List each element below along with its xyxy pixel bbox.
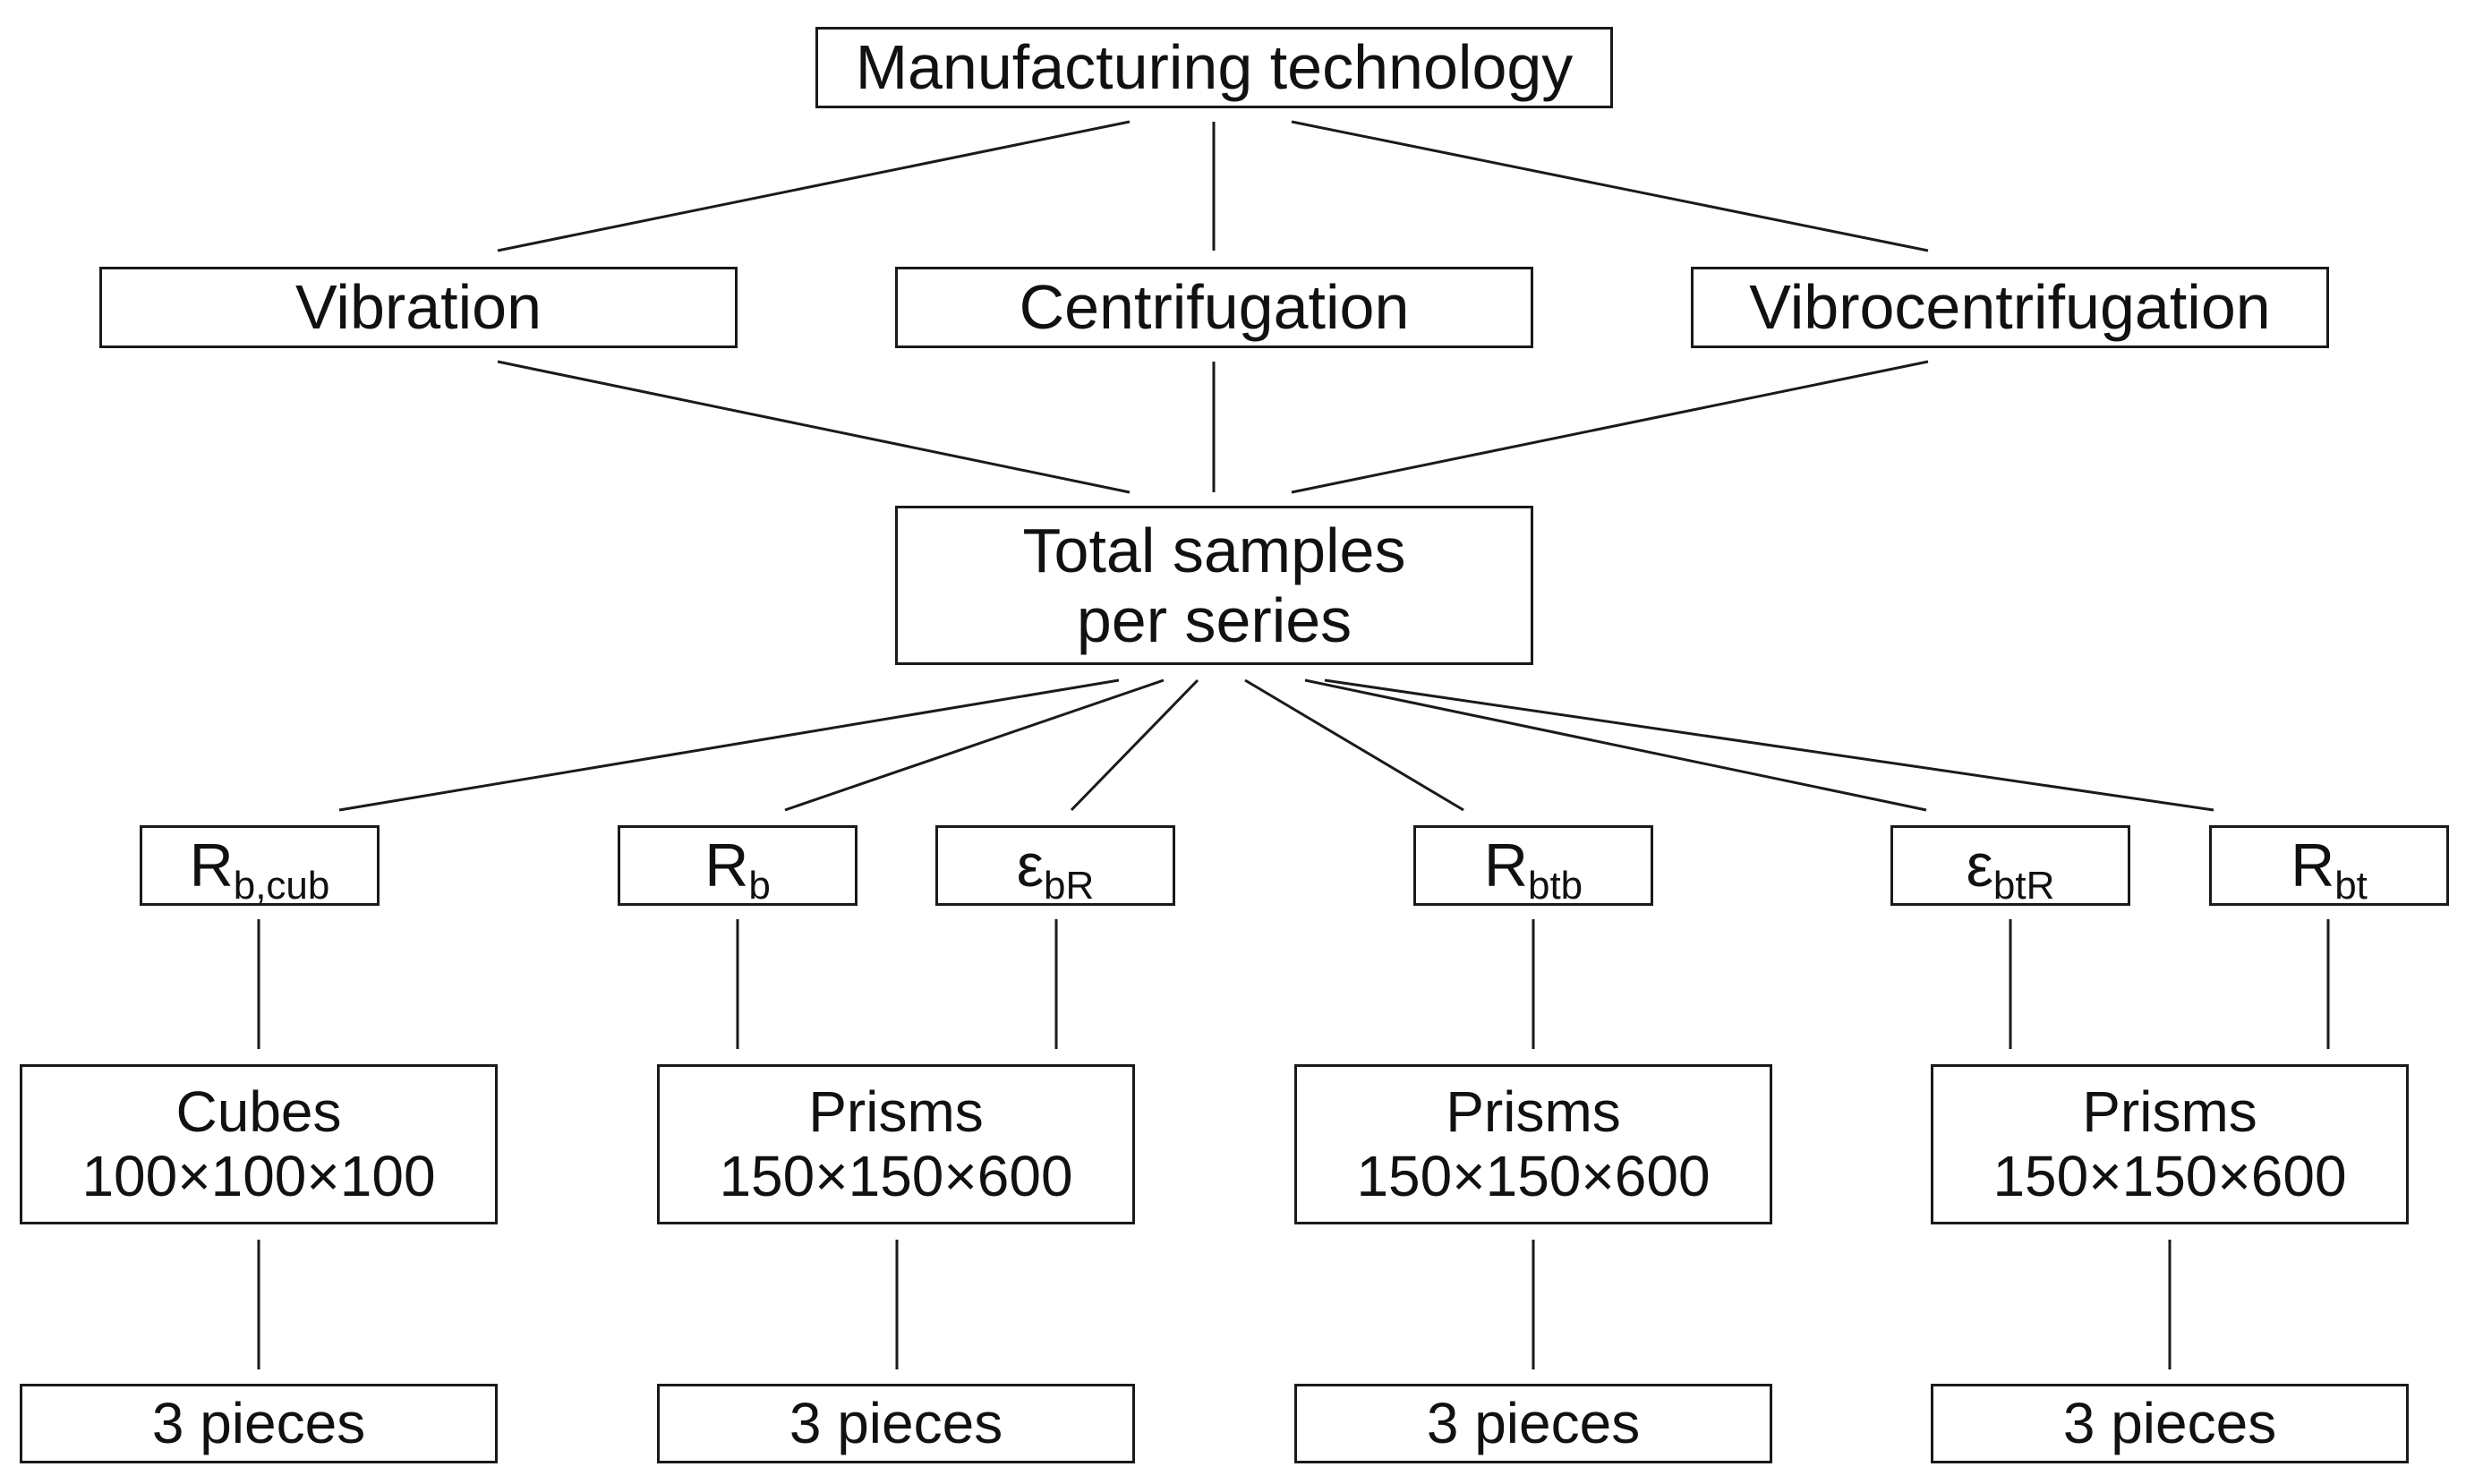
specimen-size: 150×150×600 <box>1356 1143 1711 1208</box>
specimen-size: 150×150×600 <box>719 1143 1073 1208</box>
specimen-type: Prisms <box>2082 1079 2257 1144</box>
count-label: 3 pieces <box>2062 1390 2277 1455</box>
specimen-box-cubes: Cubes 100×100×100 <box>20 1064 498 1224</box>
connector-line <box>1291 360 1929 494</box>
root-box: Manufacturing technology <box>815 27 1613 108</box>
connector-line <box>1291 120 1929 252</box>
specimen-size: 100×100×100 <box>81 1143 436 1208</box>
connector-line <box>1244 678 1464 812</box>
connector-line <box>1304 678 1927 812</box>
specimen-type: Prisms <box>808 1079 984 1144</box>
param-box-rbtb: Rbtb <box>1413 825 1653 906</box>
technology-label: Centrifugation <box>1019 272 1410 343</box>
count-box-2: 3 pieces <box>657 1384 1135 1463</box>
count-label: 3 pieces <box>151 1390 366 1455</box>
technology-box-centrifugation: Centrifugation <box>895 267 1533 348</box>
specimen-box-prisms-1: Prisms 150×150×600 <box>657 1064 1135 1224</box>
total-samples-line2: per series <box>1076 585 1352 655</box>
param-symbol: Rbt <box>2291 831 2368 908</box>
param-symbol: Rb,cub <box>189 831 330 908</box>
connector-line <box>338 678 1120 812</box>
count-box-3: 3 pieces <box>1294 1384 1772 1463</box>
param-box-rbt: Rbt <box>2209 825 2449 906</box>
param-symbol: Rb <box>704 831 771 908</box>
root-label: Manufacturing technology <box>855 32 1574 103</box>
param-box-rb: Rb <box>618 825 858 906</box>
connector-line <box>1070 678 1199 812</box>
specimen-type: Cubes <box>175 1079 342 1144</box>
specimen-size: 150×150×600 <box>1992 1143 2347 1208</box>
param-symbol: Rbtb <box>1483 831 1583 908</box>
specimen-box-prisms-3: Prisms 150×150×600 <box>1931 1064 2409 1224</box>
param-symbol: εbtR <box>1966 831 2055 908</box>
technology-box-vibrocentrifugation: Vibrocentrifugation <box>1691 267 2329 348</box>
specimen-box-prisms-2: Prisms 150×150×600 <box>1294 1064 1772 1224</box>
technology-label: Vibration <box>294 272 542 343</box>
connector-line <box>1324 678 2214 812</box>
param-box-ebtr: εbtR <box>1890 825 2130 906</box>
param-symbol: εbR <box>1016 831 1095 908</box>
connector-line <box>784 678 1165 812</box>
total-samples-box: Total samples per series <box>895 506 1533 665</box>
total-samples-line1: Total samples <box>1022 515 1406 585</box>
param-box-ebr: εbR <box>935 825 1175 906</box>
count-box-4: 3 pieces <box>1931 1384 2409 1463</box>
count-label: 3 pieces <box>1426 1390 1641 1455</box>
specimen-type: Prisms <box>1446 1079 1621 1144</box>
connector-line <box>497 120 1131 252</box>
technology-box-vibration: Vibration <box>99 267 738 348</box>
count-label: 3 pieces <box>789 1390 1003 1455</box>
count-box-1: 3 pieces <box>20 1384 498 1463</box>
technology-label: Vibrocentrifugation <box>1749 272 2271 343</box>
param-box-rb-cub: Rb,cub <box>140 825 380 906</box>
connector-line <box>497 360 1131 494</box>
